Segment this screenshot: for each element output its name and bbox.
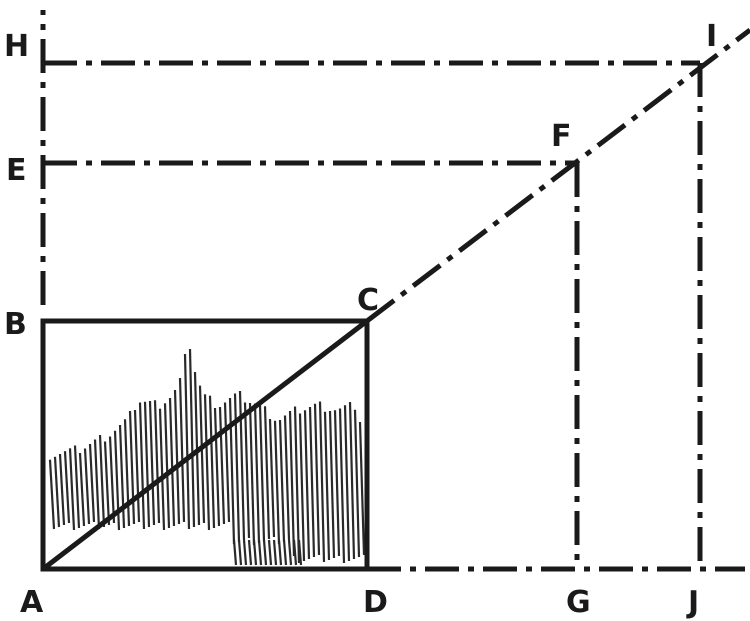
hatch-stroke <box>163 403 171 529</box>
hatch-stroke <box>258 404 266 542</box>
hatch-stroke <box>248 402 256 546</box>
hatch-stroke <box>168 397 176 527</box>
hatch-stroke <box>108 436 116 524</box>
hatch-stroke <box>243 402 251 539</box>
label-g: G <box>566 585 591 620</box>
hatch-stroke <box>287 539 293 566</box>
hatch-stroke <box>233 393 241 543</box>
hatch-stroke <box>272 539 278 566</box>
label-i: I <box>706 19 717 54</box>
hatch-stroke <box>297 539 303 566</box>
hatch-stroke <box>282 539 288 566</box>
hatch-stroke <box>68 448 76 531</box>
label-j: J <box>686 585 699 620</box>
hatch-stroke <box>98 434 106 528</box>
hatch-stroke <box>63 451 71 524</box>
hatch-stroke <box>263 406 271 540</box>
hatch-stroke <box>257 539 263 566</box>
hatch-stroke <box>183 353 191 530</box>
hatch-stroke <box>103 441 111 526</box>
hatch-stroke <box>292 539 298 566</box>
hatch-stroke <box>278 419 286 543</box>
label-h: H <box>4 29 29 64</box>
hatch-stroke <box>268 418 276 538</box>
label-c: C <box>357 283 379 318</box>
hatch-stroke <box>53 456 61 528</box>
hatch-stroke <box>223 402 231 523</box>
hatch-stroke <box>313 403 321 556</box>
hatch-stroke <box>128 410 136 525</box>
hatch-stroke <box>138 402 146 530</box>
diagonal-extension-ci <box>365 28 750 323</box>
rectangle-abcd <box>40 318 370 572</box>
hatch-stroke <box>237 539 243 566</box>
hatch-stroke <box>133 409 141 523</box>
hatch-stroke <box>247 539 253 566</box>
hatch-stroke <box>283 415 291 541</box>
hatch-stroke <box>218 406 226 525</box>
hatch-stroke <box>343 405 351 562</box>
hatch-stroke <box>353 409 361 558</box>
hatch-stroke <box>213 407 221 527</box>
hatch-stroke <box>203 394 211 531</box>
label-a: A <box>20 585 44 620</box>
hatch-stroke <box>242 539 248 566</box>
hatch-stroke <box>148 400 156 526</box>
hatch-stroke <box>323 411 331 561</box>
hatch-stroke <box>73 445 81 529</box>
hatch-stroke <box>318 401 326 563</box>
hatch-stroke <box>308 406 316 558</box>
hatch-stroke <box>83 448 91 525</box>
hatch-stroke <box>333 410 341 557</box>
hatch-stroke <box>178 377 186 523</box>
hatch-stroke <box>78 452 86 527</box>
hatch-stroke <box>303 410 311 560</box>
hatch-stroke <box>158 408 166 531</box>
label-e: E <box>6 153 27 188</box>
hatch-stroke <box>348 401 356 560</box>
hatch-stroke <box>88 443 96 523</box>
hatch-stroke <box>267 539 273 566</box>
hatch-stroke <box>123 419 131 527</box>
diagonal-ac <box>41 319 369 571</box>
label-d: D <box>363 585 388 620</box>
hatch-stroke <box>143 401 151 528</box>
hatch-stroke <box>58 453 66 526</box>
hatch-stroke <box>232 539 238 566</box>
hatch-stroke <box>173 389 181 525</box>
hatch-stroke <box>358 421 366 556</box>
hatch-stroke <box>153 400 161 524</box>
hatch-stroke <box>338 408 346 564</box>
label-b: B <box>4 307 27 342</box>
hatch-stroke <box>288 410 296 557</box>
picture-hatching <box>48 348 366 566</box>
hatch-stroke <box>273 420 281 545</box>
hatch-stroke <box>228 397 236 545</box>
label-f: F <box>551 119 572 154</box>
hatch-stroke <box>118 424 126 529</box>
hatch-stroke <box>48 459 56 530</box>
hatch-stroke <box>298 413 306 562</box>
hatch-stroke <box>253 403 261 544</box>
hatch-stroke <box>252 539 258 566</box>
hatch-stroke <box>262 539 268 566</box>
hatch-stroke <box>188 348 196 528</box>
hatch-stroke <box>277 539 283 566</box>
hatch-stroke <box>293 406 301 564</box>
hatch-stroke <box>328 410 336 559</box>
hatch-stroke <box>208 395 216 529</box>
hatch-stroke <box>198 385 206 524</box>
hatch-stroke <box>93 439 101 530</box>
